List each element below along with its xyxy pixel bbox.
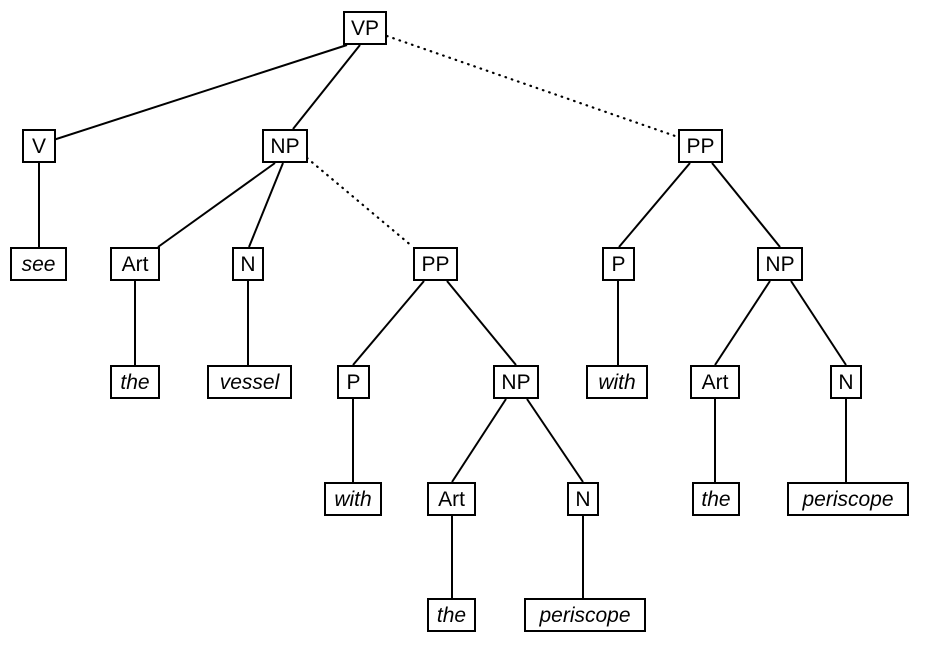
tree-edge-vp-np1: [292, 44, 361, 130]
tree-node-v: V: [22, 129, 56, 163]
tree-node-vp: VP: [343, 11, 387, 45]
tree-edge-pp2-np3: [711, 162, 781, 248]
tree-node-art3: Art: [690, 365, 740, 399]
tree-node-np1: NP: [262, 129, 308, 163]
tree-node-pp2: PP: [678, 129, 723, 163]
tree-node-pp1: PP: [413, 247, 458, 281]
tree-node-art2: Art: [427, 482, 476, 516]
tree-node-see: see: [10, 247, 67, 281]
tree-edge-pp2-p2: [618, 162, 691, 248]
tree-node-the1: the: [110, 365, 160, 399]
tree-edge-np1-pp1: [305, 156, 415, 249]
tree-edge-pp1-p1: [352, 280, 425, 366]
tree-node-p1: P: [337, 365, 370, 399]
tree-edge-vp-v: [43, 44, 348, 144]
tree-edge-vp-pp2: [385, 34, 680, 139]
tree-edge-np2-n2: [526, 398, 584, 483]
tree-node-the3: the: [692, 482, 740, 516]
tree-node-the2: the: [427, 598, 476, 632]
tree-edge-np1-art1: [157, 162, 276, 248]
tree-node-vessel: vessel: [207, 365, 292, 399]
tree-edge-np1-n1: [248, 162, 284, 248]
tree-edge-np2-art2: [451, 398, 507, 483]
tree-node-np3: NP: [757, 247, 803, 281]
tree-edge-pp1-np2: [446, 280, 517, 366]
tree-node-with2: with: [586, 365, 648, 399]
tree-node-p2: P: [602, 247, 635, 281]
tree-node-periscope1: periscope: [524, 598, 646, 632]
tree-node-art1: Art: [110, 247, 160, 281]
tree-node-periscope2: periscope: [787, 482, 909, 516]
tree-node-n2: N: [567, 482, 599, 516]
tree-edge-np3-art3: [714, 280, 771, 366]
tree-node-np2: NP: [493, 365, 539, 399]
tree-edge-np3-n3: [790, 280, 847, 366]
tree-node-n1: N: [232, 247, 264, 281]
tree-node-with1: with: [324, 482, 382, 516]
tree-node-n3: N: [830, 365, 862, 399]
